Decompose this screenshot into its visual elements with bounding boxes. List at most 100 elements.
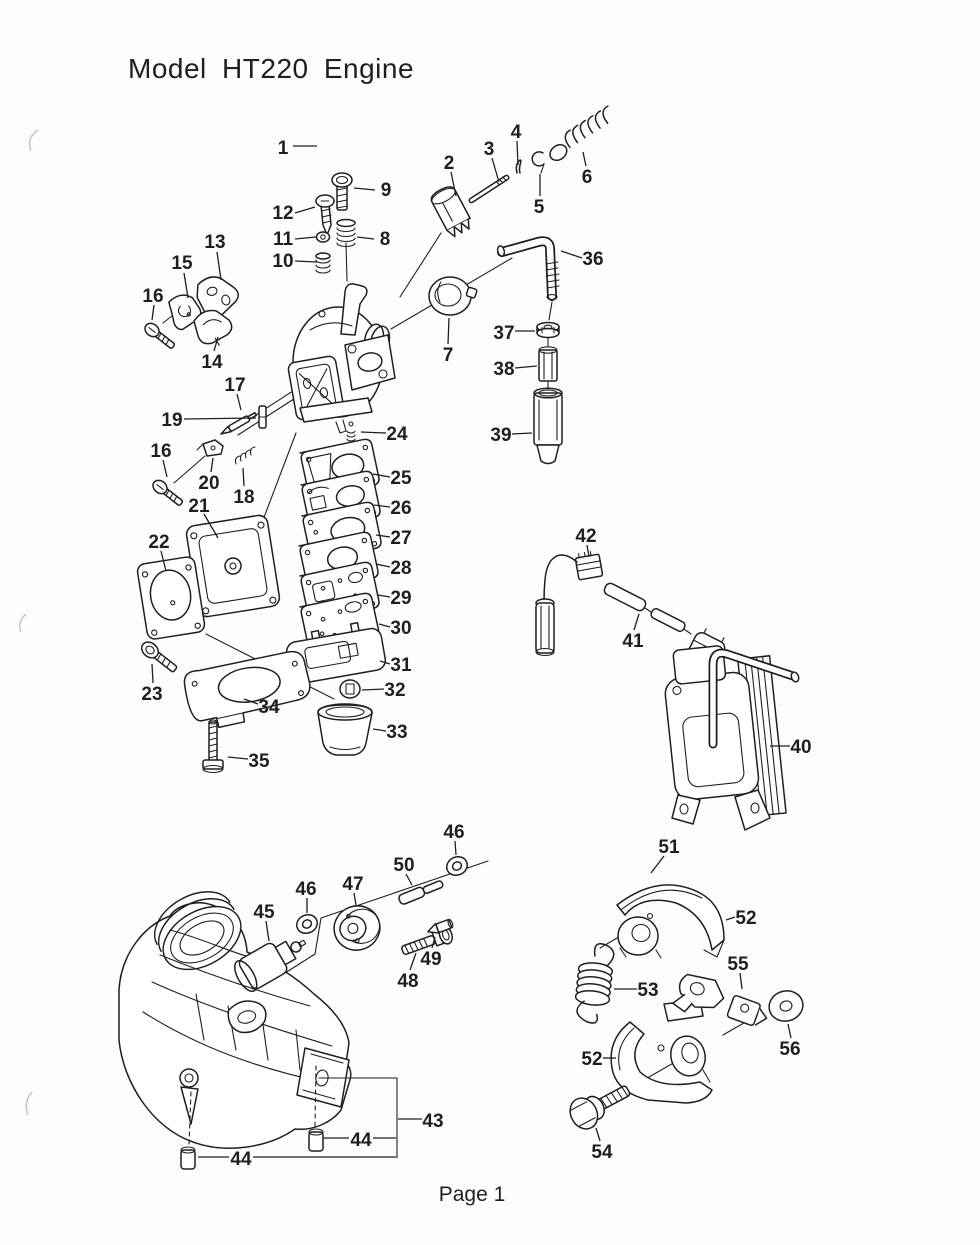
callout-44-label: 44 — [350, 1130, 372, 1151]
part-37-nut — [536, 321, 560, 339]
callout-31-label: 31 — [390, 655, 412, 676]
callout-24-leader — [360, 431, 387, 434]
part-12-screw — [315, 194, 335, 236]
callout-47-label: 47 — [342, 874, 363, 895]
part-8-spring — [336, 218, 356, 248]
callout-43-label: 43 — [422, 1111, 443, 1132]
callout-16-label: 16 — [150, 441, 171, 462]
callout-11-label: 11 — [273, 229, 294, 250]
part-19-pin — [258, 405, 267, 429]
callout-28-label: 28 — [390, 558, 411, 579]
part-53-spring — [574, 942, 615, 1024]
callout-25-label: 25 — [390, 468, 412, 489]
part-3-rod — [468, 174, 510, 204]
part-34-plate — [183, 650, 311, 729]
callout-13-leader — [216, 251, 222, 281]
part-30-gasket — [299, 591, 381, 654]
callout-23-label: 23 — [141, 684, 162, 705]
callout-48-label: 48 — [397, 971, 418, 992]
callout-6-label: 6 — [582, 167, 593, 188]
callout-42-leader — [586, 544, 590, 558]
callout-7-leader — [447, 317, 450, 345]
callout-4-leader — [516, 140, 519, 166]
callout-45-leader — [265, 920, 270, 942]
page-footer: Page 1 — [439, 1183, 506, 1206]
callout-26-leader — [373, 504, 391, 508]
part-52-shoe-upper — [616, 884, 725, 959]
bracket-43-44 — [318, 1077, 398, 1159]
callout-22-label: 22 — [148, 532, 169, 553]
callout-36-label: 36 — [582, 249, 603, 270]
callout-4-label: 4 — [511, 122, 522, 143]
callout-26-label: 26 — [390, 498, 411, 519]
callout-52-leader — [725, 916, 736, 921]
part-44-bumper-left — [180, 1146, 196, 1170]
callout-20-leader — [210, 457, 214, 473]
callout-33-leader — [372, 728, 387, 732]
callout-11-leader — [294, 236, 317, 240]
part-52-shoe-lower — [610, 999, 713, 1104]
callout-18-leader — [242, 467, 245, 487]
callout-34-label: 34 — [258, 697, 280, 718]
part-29-diaphragm — [299, 560, 381, 623]
callout-53-label: 53 — [637, 980, 658, 1001]
callout-1-label: 1 — [278, 138, 289, 159]
part-40-ignition-coil — [664, 645, 800, 831]
part-47-pulley — [333, 905, 381, 951]
part-17-needle — [220, 411, 258, 435]
kill-switch-wire — [543, 554, 578, 602]
callout-16-label: 16 — [142, 286, 163, 307]
callout-20-label: 20 — [198, 473, 219, 494]
callout-8-label: 8 — [380, 229, 391, 250]
callout-28-leader — [375, 563, 391, 568]
part-14-plate — [193, 309, 233, 346]
part-20-lever — [196, 439, 224, 457]
callout-16-leader — [151, 304, 155, 321]
callout-12-label: 12 — [272, 203, 293, 224]
callout-29-label: 29 — [390, 588, 411, 609]
part-4-clip — [515, 159, 522, 174]
callout-21-leader — [203, 513, 219, 539]
part-50-pin — [398, 880, 444, 905]
callout-30-leader — [378, 623, 391, 628]
part-10-spring — [315, 252, 331, 274]
callout-52-label: 52 — [581, 1049, 602, 1070]
callout-14-label: 14 — [201, 352, 223, 373]
part-22-plate — [136, 556, 206, 640]
callout-17-label: 17 — [224, 375, 245, 396]
callout-30-label: 30 — [390, 618, 411, 639]
callout-41-label: 41 — [622, 631, 644, 652]
part-49-piece — [427, 918, 454, 934]
part-11-nut — [315, 231, 331, 243]
kill-switch-boot — [535, 598, 555, 657]
callout-18-label: 18 — [233, 487, 254, 508]
callout-56-label: 56 — [779, 1039, 800, 1060]
callout-19-label: 19 — [161, 410, 182, 431]
callout-15-leader — [183, 272, 189, 299]
part-38-filter-sleeve — [538, 346, 558, 382]
callout-9-label: 9 — [381, 180, 392, 201]
part-24-spring — [346, 421, 356, 442]
callout-46-label: 46 — [443, 822, 464, 843]
callout-42-label: 42 — [575, 526, 596, 547]
callout-49-label: 49 — [420, 949, 441, 970]
part-1-carburetor-body — [287, 283, 396, 434]
part-54-bolt — [569, 1085, 631, 1130]
callout-39-label: 39 — [490, 425, 511, 446]
callout-47-leader — [353, 892, 357, 906]
callout-8-leader — [356, 236, 375, 240]
callout-56-leader — [787, 1023, 792, 1039]
callout-17-leader — [236, 393, 242, 411]
callout-51-label: 51 — [658, 837, 680, 858]
callout-41-leader — [633, 613, 640, 631]
callout-10-leader — [294, 260, 318, 263]
callout-12-leader — [294, 206, 316, 214]
callout-51-leader — [650, 855, 665, 874]
callout-24-label: 24 — [386, 424, 408, 445]
callout-54-label: 54 — [591, 1142, 613, 1163]
page-title: Model HT220 Engine — [128, 53, 414, 84]
callout-31-leader — [379, 660, 391, 665]
part-36-elbow — [496, 236, 560, 301]
